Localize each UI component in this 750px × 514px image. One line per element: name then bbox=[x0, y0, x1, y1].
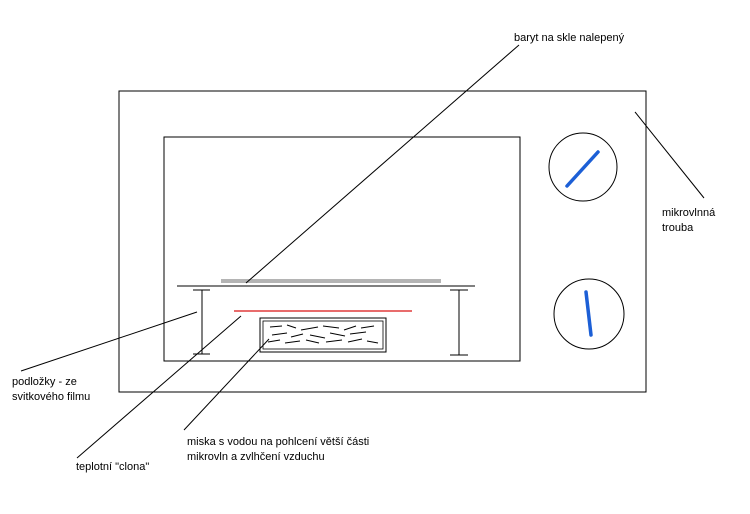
label-supports-1: podložky - ze bbox=[12, 376, 77, 388]
dial-knob-icon bbox=[553, 278, 625, 350]
oven-body bbox=[118, 90, 647, 393]
right-support bbox=[450, 289, 468, 356]
lower-knob bbox=[553, 278, 625, 350]
water-dish bbox=[259, 317, 387, 353]
leader-baryt bbox=[245, 44, 520, 284]
water-scribble bbox=[267, 324, 379, 344]
knob-indicator bbox=[584, 290, 593, 337]
leader-oven bbox=[634, 111, 705, 199]
leader-shield bbox=[76, 315, 242, 459]
label-shield: teplotní "clona" bbox=[76, 461, 149, 473]
oven-cavity bbox=[163, 136, 521, 362]
dial-knob-icon bbox=[548, 132, 618, 202]
knob-indicator bbox=[565, 150, 600, 188]
leader-supports bbox=[20, 311, 198, 372]
label-baryt: baryt na skle nalepený bbox=[514, 32, 625, 44]
label-oven-2: trouba bbox=[662, 222, 694, 234]
upper-knob bbox=[548, 132, 618, 202]
label-dish-1: miska s vodou na pohlcení větší části bbox=[187, 436, 369, 448]
label-oven-1: mikrovlnná bbox=[662, 207, 716, 219]
leader-dish bbox=[183, 338, 270, 431]
label-dish-2: mikrovln a zvlhčení vzduchu bbox=[187, 451, 325, 463]
left-support bbox=[193, 289, 210, 355]
label-supports-2: svitkového filmu bbox=[12, 391, 90, 403]
